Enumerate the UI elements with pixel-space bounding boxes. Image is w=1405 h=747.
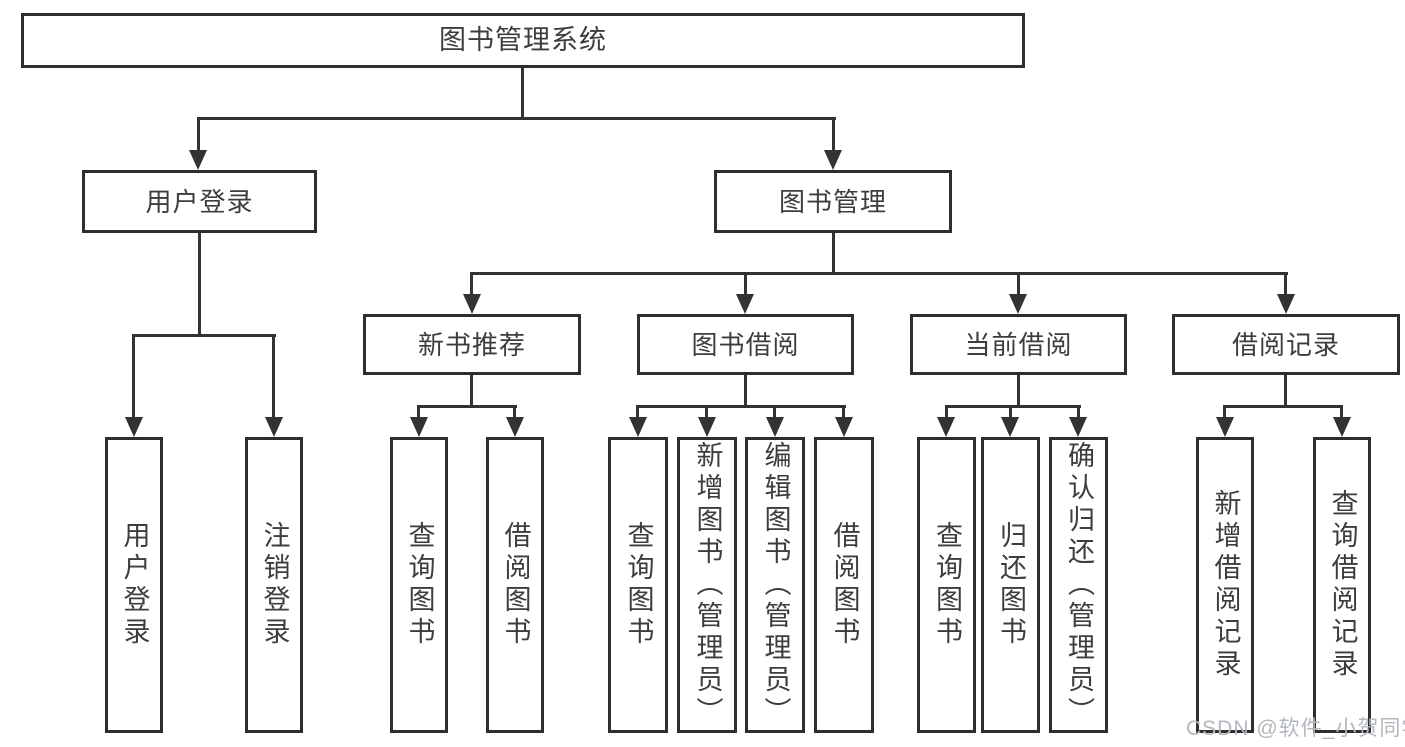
arrow-down-icon bbox=[1333, 417, 1351, 437]
leaf-nbr-borrow-book: 借阅图书 bbox=[486, 437, 544, 733]
connector-drop-bb-add bbox=[705, 405, 708, 419]
node-root-system: 图书管理系统 bbox=[21, 13, 1025, 68]
node-current-borrow: 当前借阅 bbox=[910, 314, 1127, 375]
connector-drop-nbr-query bbox=[417, 405, 420, 419]
connector-drop-bb-edit bbox=[773, 405, 776, 419]
node-new-book-recommend: 新书推荐 bbox=[363, 314, 581, 375]
connector-user-login-bus bbox=[133, 334, 276, 337]
arrow-down-icon bbox=[1001, 417, 1019, 437]
connector-bb-stem bbox=[744, 375, 747, 406]
arrow-down-icon bbox=[125, 417, 143, 437]
connector-drop-borrow-record bbox=[1284, 272, 1287, 297]
connector-book-management-stem bbox=[832, 233, 835, 274]
arrow-down-icon bbox=[1277, 294, 1295, 314]
arrow-down-icon bbox=[629, 417, 647, 437]
arrow-down-icon bbox=[766, 417, 784, 437]
arrow-down-icon bbox=[265, 417, 283, 437]
connector-bb-bus bbox=[636, 405, 846, 408]
connector-nbr-stem bbox=[470, 375, 473, 406]
arrow-down-icon bbox=[506, 417, 524, 437]
connector-nbr-bus bbox=[417, 405, 517, 408]
arrow-down-icon bbox=[1216, 417, 1234, 437]
arrow-down-icon bbox=[835, 417, 853, 437]
connector-drop-nbr-borrow bbox=[513, 405, 516, 419]
arrow-down-icon bbox=[736, 294, 754, 314]
arrow-down-icon bbox=[937, 417, 955, 437]
connector-drop-cb-return bbox=[1009, 405, 1012, 419]
leaf-cb-confirm-return-admin: 确认归还（管理员） bbox=[1049, 437, 1108, 733]
leaf-logout: 注销登录 bbox=[245, 437, 303, 733]
connector-drop-user-login bbox=[197, 117, 200, 153]
connector-drop-current-borrow bbox=[1017, 272, 1020, 297]
leaf-bb-query-book: 查询图书 bbox=[608, 437, 668, 733]
connector-br-stem bbox=[1284, 375, 1287, 406]
connector-drop-ul-logout bbox=[272, 334, 275, 420]
leaf-br-query-record: 查询借阅记录 bbox=[1313, 437, 1371, 733]
leaf-cb-query-book: 查询图书 bbox=[917, 437, 976, 733]
connector-drop-bb-query bbox=[636, 405, 639, 419]
arrow-down-icon bbox=[698, 417, 716, 437]
connector-br-bus bbox=[1223, 405, 1343, 408]
connector-drop-new-book-recommend bbox=[470, 272, 473, 297]
connector-level3-bus bbox=[470, 272, 1288, 275]
node-book-borrow: 图书借阅 bbox=[637, 314, 854, 375]
connector-root-stem bbox=[521, 68, 524, 119]
connector-cb-stem bbox=[1017, 375, 1020, 406]
connector-drop-cb-query bbox=[945, 405, 948, 419]
connector-drop-bb-borrow bbox=[842, 405, 845, 419]
arrow-down-icon bbox=[189, 150, 207, 170]
arrow-down-icon bbox=[463, 294, 481, 314]
arrow-down-icon bbox=[824, 150, 842, 170]
connector-level2-bus bbox=[197, 117, 836, 120]
arrow-down-icon bbox=[1069, 417, 1087, 437]
leaf-user-login: 用户登录 bbox=[105, 437, 163, 733]
arrow-down-icon bbox=[410, 417, 428, 437]
node-borrow-record: 借阅记录 bbox=[1172, 314, 1400, 375]
connector-drop-book-borrow bbox=[744, 272, 747, 297]
connector-drop-br-add bbox=[1223, 405, 1226, 419]
node-user-login: 用户登录 bbox=[82, 170, 317, 233]
connector-drop-ul-user-login bbox=[132, 334, 135, 420]
csdn-watermark: CSDN @软件_小贺同学 bbox=[1186, 717, 1405, 740]
connector-drop-br-query bbox=[1340, 405, 1343, 419]
leaf-br-add-record: 新增借阅记录 bbox=[1196, 437, 1254, 733]
leaf-nbr-query-book: 查询图书 bbox=[390, 437, 448, 733]
connector-cb-bus bbox=[945, 405, 1081, 408]
leaf-bb-add-book-admin: 新增图书（管理员） bbox=[677, 437, 737, 733]
node-book-management: 图书管理 bbox=[714, 170, 952, 233]
leaf-bb-edit-book-admin: 编辑图书（管理员） bbox=[745, 437, 805, 733]
arrow-down-icon bbox=[1009, 294, 1027, 314]
connector-user-login-stem bbox=[198, 233, 201, 336]
leaf-cb-return-book: 归还图书 bbox=[981, 437, 1040, 733]
leaf-bb-borrow-book: 借阅图书 bbox=[814, 437, 874, 733]
connector-drop-cb-confirm bbox=[1077, 405, 1080, 419]
connector-drop-book-management bbox=[832, 117, 835, 153]
